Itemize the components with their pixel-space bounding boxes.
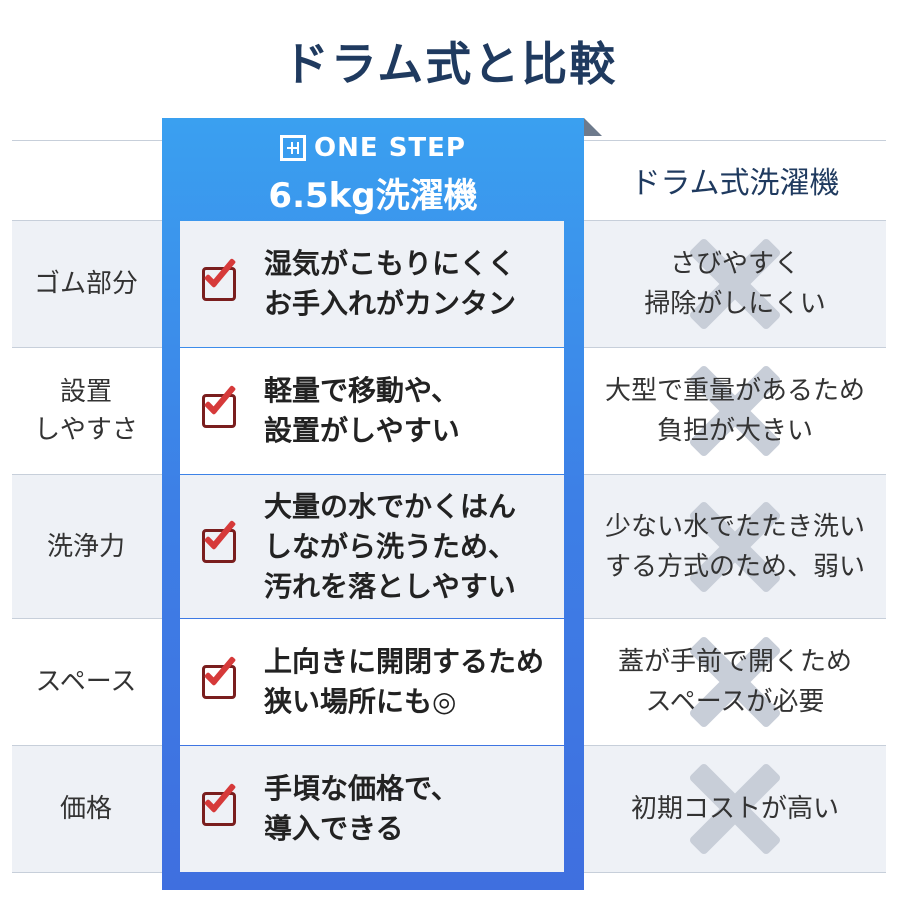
product-cell-0: 湿気がこもりにくく お手入れがカンタン	[180, 221, 564, 347]
check-icon	[206, 269, 244, 291]
panel-fold	[584, 118, 602, 136]
row-label-cleaning: 洗浄力	[46, 531, 125, 562]
row-label-installation: 設置 しやすさ	[34, 377, 138, 445]
check-icon	[206, 794, 244, 816]
brand-logo: ONE STEP	[162, 130, 584, 166]
competitor-cell-3: 蓋が手前で開くため スペースが必要	[584, 619, 886, 745]
competitor-text: 少ない水でたたき洗い する方式のため、弱い	[604, 511, 865, 582]
product-text: 湿気がこもりにくく お手入れがカンタン	[264, 247, 517, 320]
row-label-price: 価格	[59, 794, 112, 824]
competitor-text: 蓋が手前で開くため スペースが必要	[617, 647, 852, 717]
product-cell-4: 手頃な価格で、 導入できる	[180, 746, 564, 872]
product-name: 6.5kg洗濯機	[268, 176, 478, 216]
competitor-cell-2: 少ない水でたたき洗い する方式のため、弱い	[584, 475, 886, 618]
check-icon	[206, 396, 244, 418]
product-text: 軽量で移動や、 設置がしやすい	[264, 374, 460, 447]
competitor-header: ドラム式洗濯機	[630, 166, 840, 201]
product-text: 大量の水でかくはん しながら洗うため、 汚れを落としやすい	[264, 490, 517, 603]
page-title: ドラム式と比較	[282, 37, 618, 91]
product-cell-3: 上向きに開閉するため 狭い場所にも◎	[180, 619, 564, 745]
row-label-space: スペース	[35, 667, 137, 697]
check-icon	[206, 667, 244, 689]
product-text: 手頃な価格で、 導入できる	[264, 772, 459, 845]
product-text: 上向きに開閉するため 狭い場所にも◎	[264, 645, 545, 718]
competitor-text: 大型で重量があるため 負担が大きい	[604, 376, 865, 446]
competitor-cell-1: 大型で重量があるため 負担が大きい	[584, 348, 886, 474]
brand-logo-icon	[280, 135, 307, 161]
row-label-rubber: ゴム部分	[33, 269, 138, 299]
competitor-cell-0: さびやすく 掃除がしにくい	[584, 221, 886, 347]
competitor-text: さびやすく 掃除がしにくい	[644, 249, 826, 319]
competitor-text: 初期コストが高い	[630, 794, 839, 824]
competitor-cell-4: 初期コストが高い	[584, 746, 886, 872]
check-icon	[206, 531, 244, 553]
product-cell-2: 大量の水でかくはん しながら洗うため、 汚れを落としやすい	[180, 475, 564, 618]
product-cell-1: 軽量で移動や、 設置がしやすい	[180, 348, 564, 474]
brand-name: ONE STEP	[314, 133, 466, 163]
